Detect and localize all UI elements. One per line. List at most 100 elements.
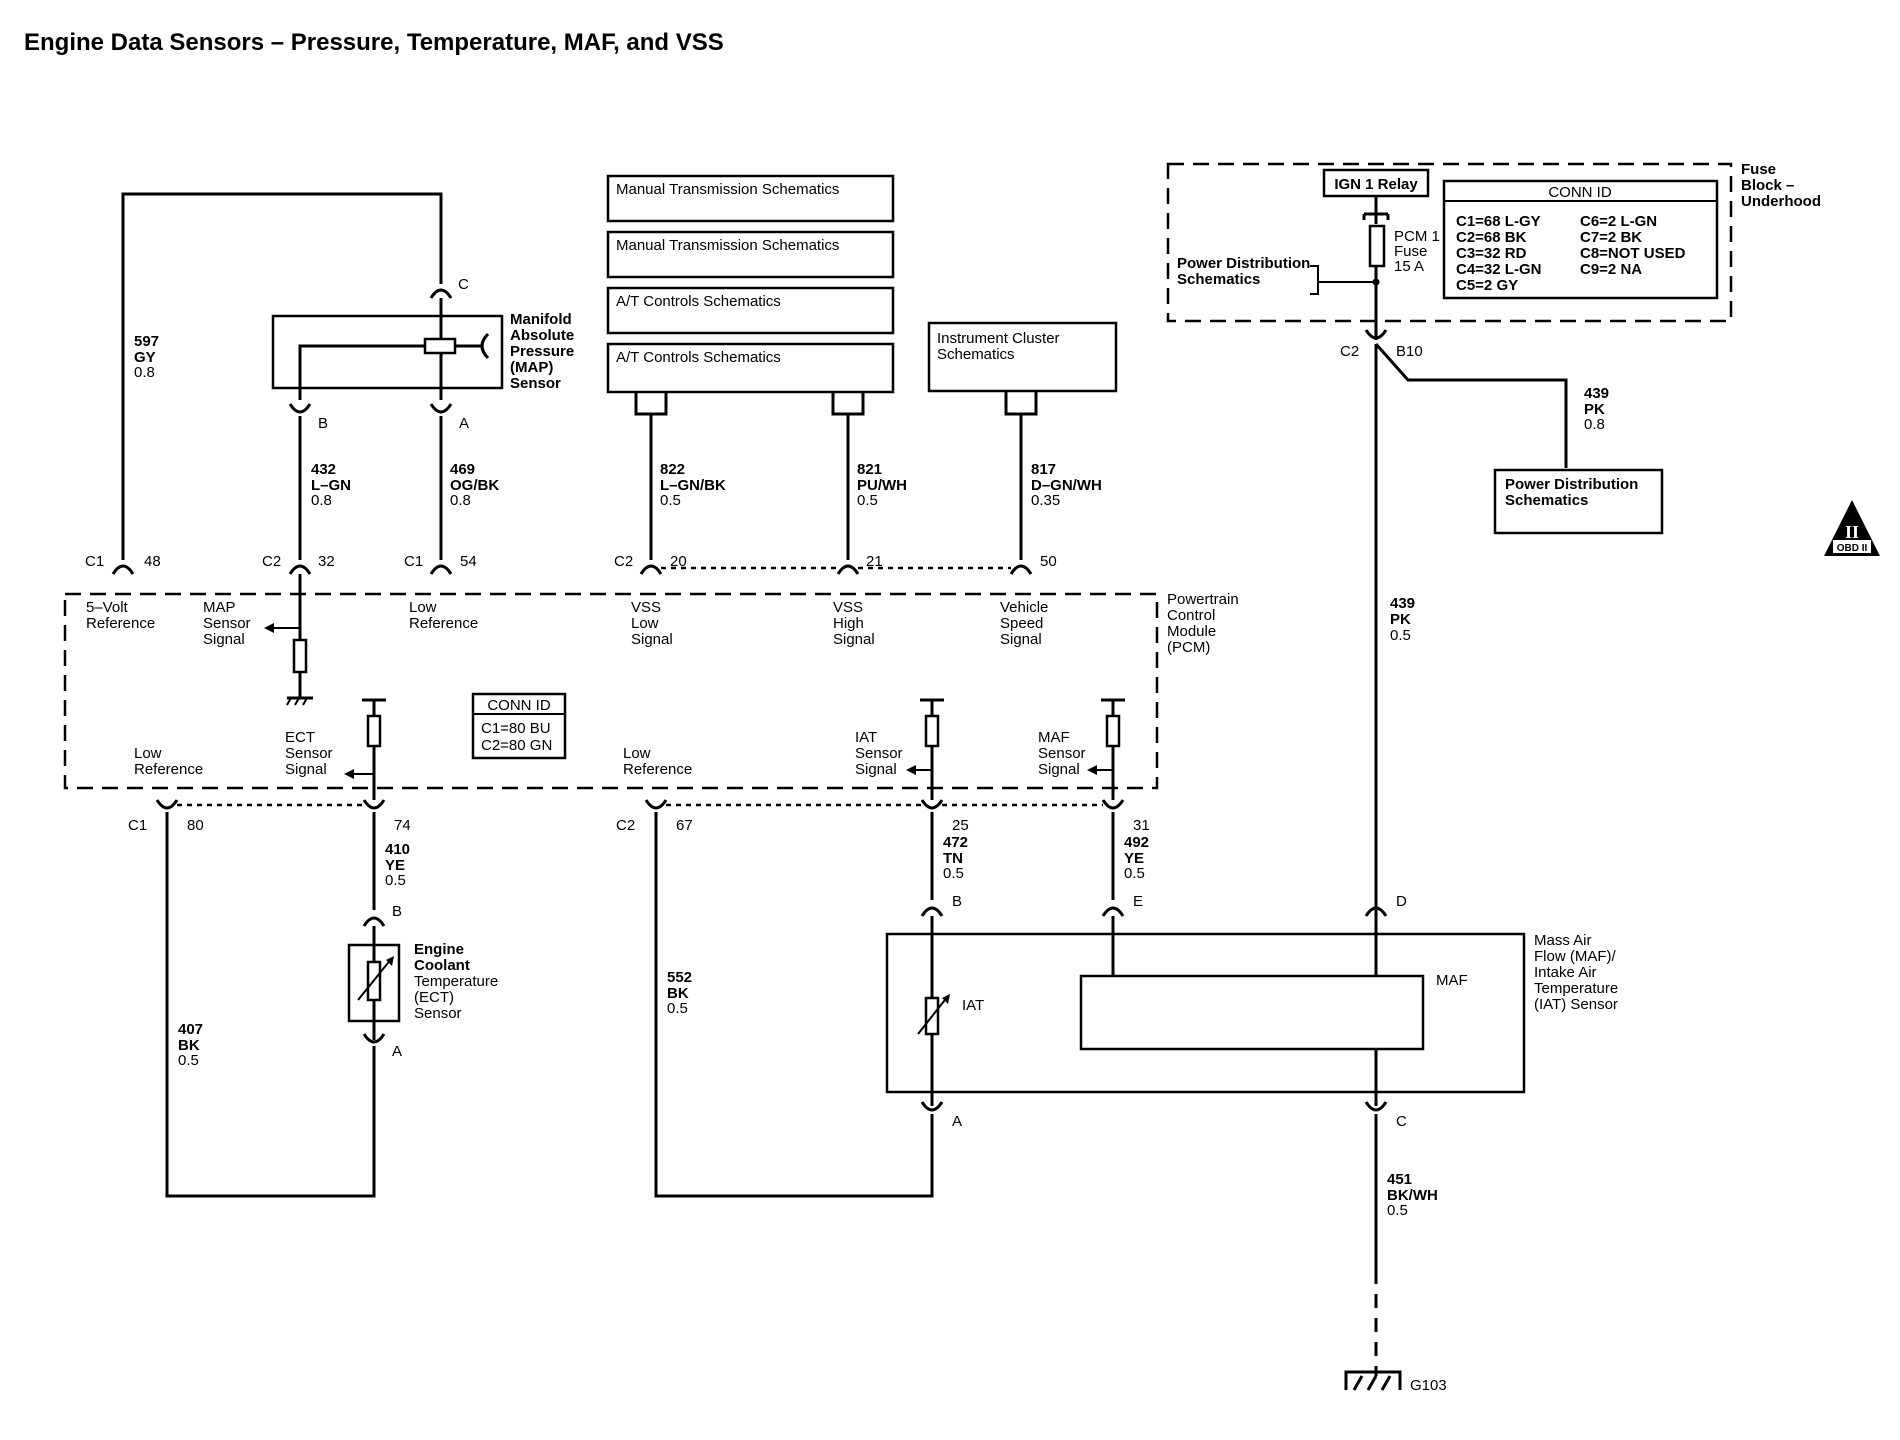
wire-439a-size: 0.8 <box>1584 416 1605 433</box>
pcm-top-conn-3: C1 <box>404 553 423 570</box>
fuse-label-1: PCM 1 <box>1394 228 1440 245</box>
pcm-veh-speed-2: Speed <box>1000 615 1043 632</box>
maf-pin-d: D <box>1396 893 1407 910</box>
wire-552 <box>654 812 934 1198</box>
map-pin-a-icon <box>429 403 453 414</box>
iat-thermistor-arrowhead <box>942 994 950 1004</box>
fuse-conn-c8: C8=NOT USED <box>1580 245 1686 262</box>
wire-821-color: PU/WH <box>857 477 907 494</box>
power-dist-ref-2: Schematics <box>1505 492 1588 509</box>
pcm-outline <box>63 592 1159 790</box>
pcm-label-4: (PCM) <box>1167 639 1210 656</box>
pcm-conn-id-c1: C1=80 BU <box>481 720 551 737</box>
pcm-low-ref-b2-2: Reference <box>623 761 692 778</box>
wire-410-size: 0.5 <box>385 872 406 889</box>
map-label-3: Pressure <box>510 343 574 360</box>
power-dist-left-2: Schematics <box>1177 271 1260 288</box>
pcm-iat-sig-2: Sensor <box>855 745 903 762</box>
pcm-low-ref-b2-1: Low <box>623 745 651 762</box>
wire-492-size: 0.5 <box>1124 865 1145 882</box>
pcm-label-1: Powertrain <box>1167 591 1239 608</box>
pcm-pin-32-icon <box>288 564 312 575</box>
fuse-conn-c2: C2=68 BK <box>1456 229 1527 246</box>
ref-at-controls-1-box[interactable] <box>606 286 895 335</box>
pcm1-fuse-icon <box>1368 224 1386 268</box>
fuse-conn-c2-label: C2 <box>1340 343 1359 360</box>
pcm-label-2: Control <box>1167 607 1215 624</box>
pcm-bot-pin-4: 25 <box>952 817 969 834</box>
ect-thermistor-arrowhead <box>386 956 394 966</box>
ref-man-trans-1-box[interactable] <box>606 174 895 223</box>
wire-432-size: 0.8 <box>311 492 332 509</box>
pcm-top-conn-1: C1 <box>85 553 104 570</box>
pcm-vss-high-1: VSS <box>833 599 863 616</box>
pcm-map-resistor <box>292 638 308 674</box>
wire-407 <box>165 812 376 1198</box>
wire-597 <box>121 192 443 560</box>
wire-410-num: 410 <box>385 841 410 858</box>
wire-439-branch: 439 PK 0.8 Power Distribution Schematics… <box>1374 343 1664 924</box>
wire-439a-num: 439 <box>1584 385 1609 402</box>
wire-439b-num: 439 <box>1390 595 1415 612</box>
fuse-block-label-3: Underhood <box>1741 193 1821 210</box>
ref-man-trans-2-box[interactable] <box>606 230 895 279</box>
pcm-pin-54-icon <box>429 564 453 575</box>
iat-thermistor-arrow <box>917 995 949 1035</box>
map-label-1: Manifold <box>510 311 572 328</box>
ign1-relay-label: IGN 1 Relay <box>1334 176 1418 193</box>
pcm-vss-high-3: Signal <box>833 631 875 648</box>
wire-492-color: YE <box>1124 850 1144 867</box>
wire-817-num: 817 <box>1031 461 1056 478</box>
wire-492-num: 492 <box>1124 834 1149 851</box>
fuse-conn-c7: C7=2 BK <box>1580 229 1642 246</box>
wire-597-num: 597 <box>134 333 159 350</box>
map-sensor: C Manifold Absolute Pressure (MAP) Senso… <box>121 192 574 560</box>
ect-label-5: Sensor <box>414 1005 462 1022</box>
pcm-conn-id-box <box>471 692 567 760</box>
pcm-pin-50-icon <box>1009 564 1033 575</box>
pcm-gnd-hatch-2 <box>294 697 300 706</box>
pcm-maf-sig-3: Signal <box>1038 761 1080 778</box>
fuse-conn-c6: C6=2 L-GN <box>1580 213 1657 230</box>
pcm-top-conn-4: C2 <box>614 553 633 570</box>
ref-inst-cluster-box[interactable] <box>927 321 1118 393</box>
pcm-gnd-hatch-1 <box>286 697 292 706</box>
pcm-bot-conn-3: C2 <box>616 817 635 834</box>
pcm-map-arrowhead <box>264 623 274 633</box>
pcm-pin-67-icon <box>644 799 668 810</box>
fuse-label-3: 15 A <box>1394 258 1424 275</box>
gnd-hatch-1 <box>1352 1375 1364 1391</box>
maf-pin-e: E <box>1133 893 1143 910</box>
map-pin-c-icon <box>429 288 453 299</box>
wire-817-size: 0.35 <box>1031 492 1060 509</box>
ect-pin-a: A <box>392 1043 402 1060</box>
maf-pin-d-icon <box>1364 906 1388 917</box>
pcm-ect-sig-3: Signal <box>285 761 327 778</box>
wire-451-color: BK/WH <box>1387 1187 1438 1204</box>
maf-pin-c: C <box>1396 1113 1407 1130</box>
wire-407-color: BK <box>178 1037 200 1054</box>
pcm-pin-31-icon <box>1101 799 1125 810</box>
wire-822-num: 822 <box>660 461 685 478</box>
pcm-pin-25-icon <box>920 799 944 810</box>
ref-at-controls-2-box[interactable] <box>606 342 895 394</box>
map-pin-c: C <box>458 276 469 293</box>
pcm-bot-pin-3: 67 <box>676 817 693 834</box>
ref-inst-cluster-2: Schematics <box>937 346 1015 363</box>
ect-label-1: Engine <box>414 941 464 958</box>
fuse-block-underhood: Fuse Block – Underhood IGN 1 Relay PCM 1… <box>1166 161 1821 340</box>
schematic-references: Manual Transmission Schematics Manual Tr… <box>606 174 1118 560</box>
pcm-top-conn-2: C2 <box>262 553 281 570</box>
fuse-conn-c5: C5=2 GY <box>1456 277 1518 294</box>
connector-c2-b10-icon <box>1364 329 1388 340</box>
fuse-conn-id-title: CONN ID <box>1548 184 1612 201</box>
ect-pin-b: B <box>392 903 402 920</box>
ref-at-controls-1: A/T Controls Schematics <box>616 293 781 310</box>
pcm-pin-21-icon <box>836 564 860 575</box>
pcm-top-pin-1: 48 <box>144 553 161 570</box>
wire-451-num: 451 <box>1387 1171 1412 1188</box>
wire-822-color: L–GN/BK <box>660 477 726 494</box>
ground-g103-icon <box>1344 1370 1402 1390</box>
map-label-5: Sensor <box>510 375 561 392</box>
